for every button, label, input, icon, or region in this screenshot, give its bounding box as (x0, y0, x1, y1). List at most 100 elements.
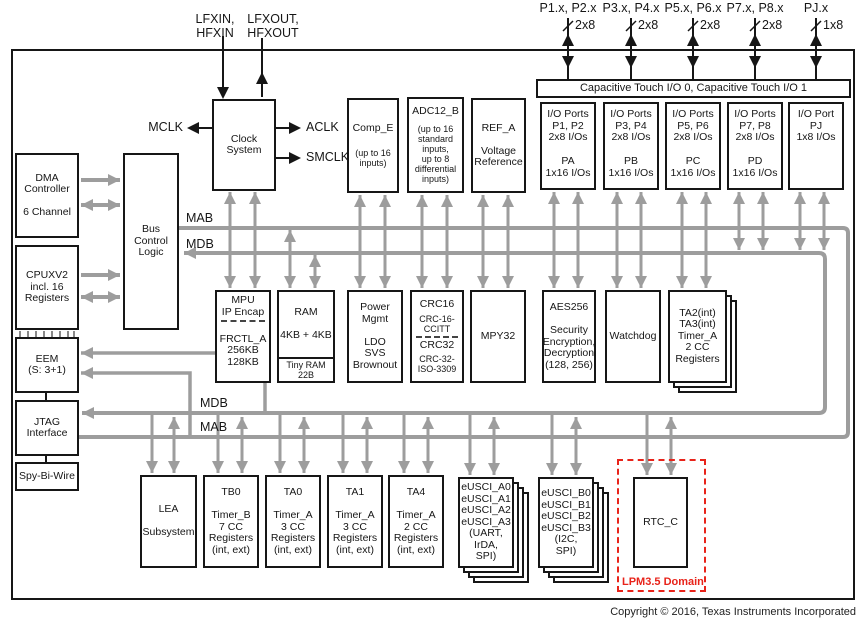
eem-label: EEM (S: 3+1) (28, 352, 66, 376)
port-label-p7p8: P7.x, P8.x (726, 1, 784, 15)
tb0-label: TB0 Timer_B 7 CC Registers (int, ext) (208, 486, 254, 556)
block-mpu-frctl: MPU IP Encap FRCTL_A 256KB 128KB (215, 290, 271, 383)
dma-label: DMA Controller 6 Channel (23, 171, 71, 218)
port-label-pj: PJ.x (803, 1, 829, 15)
io-bottom-label: PD 1x16 I/Os (732, 155, 778, 179)
block-ta0: TA0 Timer_A 3 CC Registers (int, ext) (265, 475, 321, 568)
port-label-p1p2: P1.x, P2.x (539, 1, 597, 15)
comp-e-title: Comp_E (352, 121, 394, 134)
io-bottom-label: PC 1x16 I/Os (670, 155, 716, 179)
mab-bus-label-upper: MAB (186, 211, 214, 225)
adc12-b-title: ADC12_B (412, 105, 459, 118)
bus-width-label: 2x8 (575, 18, 596, 32)
block-io-port-pj: I/O Port PJ 1x8 I/Os (788, 102, 844, 190)
bus-width-label: 1x8 (823, 18, 844, 32)
io-top-label: I/O Ports P1, P2 2x8 I/Os (547, 108, 589, 143)
bus-width-label: 2x8 (700, 18, 721, 32)
block-ta1: TA1 Timer_A 3 CC Registers (int, ext) (327, 475, 383, 568)
block-crc: CRC16 CRC-16- CCITT CRC32 CRC-32- ISO-33… (410, 290, 464, 383)
port-label-p3p4: P3.x, P4.x (602, 1, 660, 15)
mpu-divider (221, 320, 265, 322)
crc16-subtitle: CRC-16- CCITT (419, 313, 455, 334)
ta2-ta3-label: TA2(int) TA3(int) Timer_A 2 CC Registers (675, 306, 720, 365)
block-rtc-c: RTC_C (633, 477, 688, 568)
pin-label-mclk: MCLK (148, 120, 183, 134)
cpu-label: CPUXV2 incl. 16 Registers (24, 269, 70, 305)
clock-system-label: Clock System (226, 132, 262, 156)
ta0-label: TA0 Timer_A 3 CC Registers (int, ext) (270, 486, 316, 556)
block-eusci-b: eUSCI_B0 eUSCI_B1 eUSCI_B2 eUSCI_B3 (I2C… (538, 477, 594, 568)
block-dma-controller: DMA Controller 6 Channel (15, 153, 79, 238)
block-clock-system: Clock System (212, 99, 276, 191)
mab-bus-label-lower: MAB (200, 420, 228, 434)
upper-bus-arrows (224, 192, 830, 288)
crc-divider (416, 335, 458, 338)
block-comp-e: Comp_E (up to 16 inputs) (347, 98, 399, 193)
clock-pin-lines (187, 36, 301, 164)
io-top-label: I/O Ports P5, P6 2x8 I/Os (672, 108, 714, 143)
block-jtag-interface: JTAG Interface (15, 400, 79, 456)
bus-width-label: 2x8 (638, 18, 659, 32)
io-top-label: I/O Ports P7, P8 2x8 I/Os (734, 108, 776, 143)
block-io-ports-p1-p2: I/O Ports P1, P2 2x8 I/Os PA 1x16 I/Os (540, 102, 596, 190)
mdb-bus-label-upper: MDB (186, 237, 214, 251)
port-pin-lines (562, 18, 822, 79)
block-adc12-b: ADC12_B (up to 16 standard inputs, up to… (407, 97, 464, 193)
ta1-label: TA1 Timer_A 3 CC Registers (int, ext) (332, 486, 378, 556)
block-mpy32: MPY32 (470, 290, 526, 383)
adc12-b-subtitle: (up to 16 standard inputs, up to 8 diffe… (414, 123, 457, 184)
block-ref-a: REF_A Voltage Reference (471, 98, 526, 193)
captouch-banner: Capacitive Touch I/O 0, Capacitive Touch… (536, 79, 851, 98)
block-tb0: TB0 Timer_B 7 CC Registers (int, ext) (203, 475, 259, 568)
block-lea-subsystem: LEA Subsystem (140, 475, 197, 568)
power-mgmt-label: Power Mgmt LDO SVS Brownout (352, 301, 398, 371)
io-top-label: I/O Port PJ 1x8 I/Os (796, 108, 836, 143)
pin-label-lfxin: LFXIN, HFXIN (195, 12, 235, 40)
block-ta2-ta3-timer: TA2(int) TA3(int) Timer_A 2 CC Registers (668, 290, 727, 383)
block-bus-control-logic: Bus Control Logic (123, 153, 179, 330)
crc32-subtitle: CRC-32- ISO-3309 (417, 354, 457, 374)
lea-label: LEA Subsystem (142, 503, 195, 539)
block-cpuxv2: CPUXV2 incl. 16 Registers (15, 245, 79, 330)
block-io-ports-p3-p4: I/O Ports P3, P4 2x8 I/Os PB 1x16 I/Os (603, 102, 659, 190)
mdb-bus-label-lower: MDB (200, 396, 228, 410)
block-ram: RAM 4KB + 4KB Tiny RAM 22B (277, 290, 335, 383)
lpm35-domain-label: LPM3.5 Domain (622, 576, 704, 588)
chip-boundary (11, 49, 855, 600)
block-io-ports-p5-p6: I/O Ports P5, P6 2x8 I/Os PC 1x16 I/Os (665, 102, 721, 190)
cpu-dma-arrows (81, 174, 120, 303)
bus-lines (78, 226, 850, 439)
pin-label-lfxout: LFXOUT, HFXOUT (247, 12, 299, 40)
port-label-p5p6: P5.x, P6.x (664, 1, 722, 15)
block-io-ports-p7-p8: I/O Ports P7, P8 2x8 I/Os PD 1x16 I/Os (727, 102, 783, 190)
jtag-label: JTAG Interface (26, 415, 68, 439)
pin-label-aclk: ACLK (306, 120, 339, 134)
block-aes256: AES256 Security Encryption, Decryption (… (542, 290, 596, 383)
crc32-title: CRC32 (419, 338, 455, 351)
frctl-label: FRCTL_A 256KB 128KB (219, 332, 267, 368)
ram-label: RAM 4KB + 4KB (280, 306, 332, 342)
comp-e-subtitle: (up to 16 inputs) (355, 148, 391, 169)
lpm35-domain-outline (617, 459, 706, 592)
watchdog-label: Watchdog (609, 329, 657, 342)
mpu-title: MPU IP Encap (221, 294, 265, 318)
mpy32-label: MPY32 (480, 329, 516, 342)
block-ta4: TA4 Timer_A 2 CC Registers (int, ext) (388, 475, 444, 568)
misc-connectors (19, 331, 75, 462)
mab-bus-line (78, 226, 850, 439)
captouch-label: Capacitive Touch I/O 0, Capacitive Touch… (579, 81, 808, 94)
io-top-label: I/O Ports P3, P4 2x8 I/Os (610, 108, 652, 143)
ta4-label: TA4 Timer_A 2 CC Registers (int, ext) (393, 486, 439, 556)
mdb-bus-line (82, 247, 827, 419)
block-spy-bi-wire: Spy-Bi-Wire (15, 462, 79, 491)
tiny-ram-label: Tiny RAM 22B (279, 357, 333, 381)
crc16-title: CRC16 (419, 298, 455, 310)
spy-bi-wire-label: Spy-Bi-Wire (18, 469, 75, 482)
copyright-text: Copyright © 2016, Texas Instruments Inco… (610, 606, 856, 618)
eusci-a-label: eUSCI_A0 eUSCI_A1 eUSCI_A2 eUSCI_A3 (UAR… (461, 481, 511, 563)
io-bottom-label: PB 1x16 I/Os (608, 155, 654, 179)
bus-width-label: 2x8 (762, 18, 783, 32)
block-power-mgmt: Power Mgmt LDO SVS Brownout (347, 290, 403, 383)
